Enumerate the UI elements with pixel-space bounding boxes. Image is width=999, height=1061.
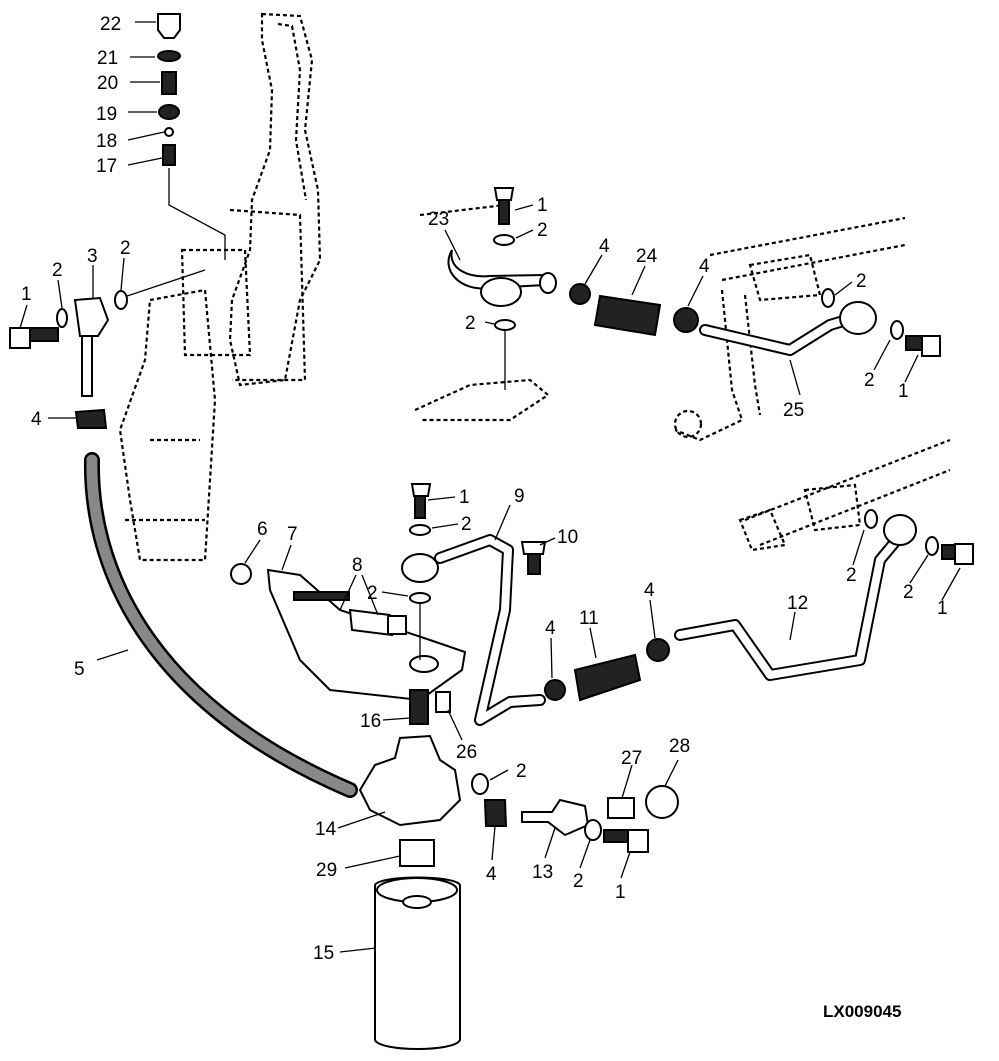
drawing-code: LX009045 bbox=[823, 1002, 901, 1021]
callout-1: 1 bbox=[21, 284, 32, 305]
callout-10: 10 bbox=[557, 527, 578, 548]
right-bracket-outline-lower bbox=[738, 438, 951, 552]
callout-9: 9 bbox=[514, 486, 525, 507]
callout-22: 22 bbox=[100, 14, 121, 35]
callout-labels: 22 21 20 19 18 17 1 2 3 2 4 5 6 7 8 2 1 … bbox=[21, 14, 948, 1021]
callout-2: 2 bbox=[461, 514, 472, 535]
callout-3: 3 bbox=[87, 246, 98, 267]
callout-21: 21 bbox=[97, 48, 118, 69]
callout-13: 13 bbox=[532, 862, 553, 883]
callout-2: 2 bbox=[864, 370, 875, 391]
engine-block-outline bbox=[118, 12, 322, 562]
callout-15: 15 bbox=[313, 943, 334, 964]
callout-2: 2 bbox=[52, 260, 63, 281]
callout-2: 2 bbox=[846, 565, 857, 586]
callout-29: 29 bbox=[316, 860, 337, 881]
callout-11: 11 bbox=[579, 608, 599, 629]
callout-18: 18 bbox=[96, 131, 117, 152]
left-banjo-assembly bbox=[9, 269, 358, 798]
callout-27: 27 bbox=[621, 748, 642, 769]
valve-stack bbox=[157, 13, 226, 260]
filter-bracket bbox=[230, 563, 467, 702]
leader-lines bbox=[19, 21, 961, 953]
callout-25: 25 bbox=[783, 400, 804, 421]
callout-1: 1 bbox=[459, 487, 470, 508]
callout-14: 14 bbox=[315, 819, 337, 840]
callout-1: 1 bbox=[537, 195, 548, 216]
callout-1: 1 bbox=[898, 381, 909, 402]
callout-26: 26 bbox=[456, 742, 477, 763]
callout-1: 1 bbox=[615, 882, 626, 903]
callout-19: 19 bbox=[96, 104, 117, 125]
callout-24: 24 bbox=[636, 246, 658, 267]
callout-4: 4 bbox=[699, 256, 710, 277]
filter-assembly bbox=[358, 689, 679, 1050]
callout-2: 2 bbox=[465, 313, 476, 334]
callout-8: 8 bbox=[352, 555, 363, 576]
callout-4: 4 bbox=[599, 236, 610, 257]
callout-20: 20 bbox=[97, 73, 118, 94]
callout-2: 2 bbox=[120, 238, 131, 259]
callout-4: 4 bbox=[31, 409, 42, 430]
callout-4: 4 bbox=[486, 864, 497, 885]
callout-28: 28 bbox=[669, 736, 690, 757]
middle-banjo-assembly bbox=[401, 483, 547, 726]
callout-2: 2 bbox=[537, 220, 548, 241]
lower-tube-assembly bbox=[544, 509, 974, 702]
callout-2: 2 bbox=[903, 582, 914, 603]
callout-2: 2 bbox=[516, 761, 527, 782]
callout-23: 23 bbox=[428, 209, 449, 230]
callout-5: 5 bbox=[74, 659, 85, 680]
callout-17: 17 bbox=[96, 156, 117, 177]
callout-7: 7 bbox=[287, 524, 298, 545]
callout-2: 2 bbox=[573, 871, 584, 892]
callout-12: 12 bbox=[787, 593, 808, 614]
right-bracket-outline-upper bbox=[414, 203, 906, 442]
callout-16: 16 bbox=[360, 711, 381, 732]
callout-2: 2 bbox=[856, 271, 867, 292]
callout-4: 4 bbox=[644, 580, 655, 601]
callout-2: 2 bbox=[367, 583, 378, 604]
callout-6: 6 bbox=[257, 519, 268, 540]
callout-1: 1 bbox=[937, 598, 948, 619]
callout-4: 4 bbox=[545, 618, 556, 639]
upper-banjo-assembly bbox=[447, 187, 941, 390]
